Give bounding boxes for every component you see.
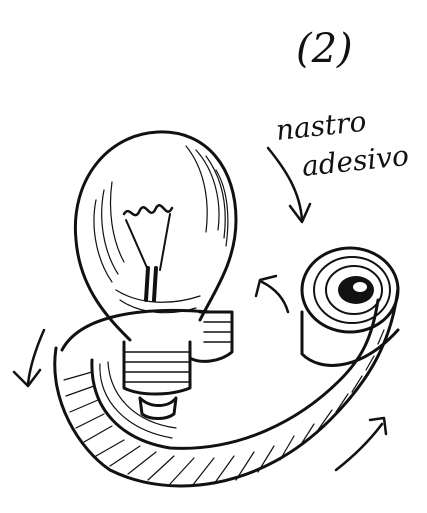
step-number-label: (2) xyxy=(296,26,353,72)
rotation-arrow-up xyxy=(256,276,288,312)
rotation-arrow-right xyxy=(336,418,386,470)
tape-strip xyxy=(55,288,398,486)
tape-roll xyxy=(302,248,398,365)
tape-label-line-2: adesivo xyxy=(300,139,410,183)
light-bulb xyxy=(75,132,236,419)
rotation-arrow-left xyxy=(14,330,44,386)
tape-label-line-1: nastro xyxy=(274,105,368,147)
